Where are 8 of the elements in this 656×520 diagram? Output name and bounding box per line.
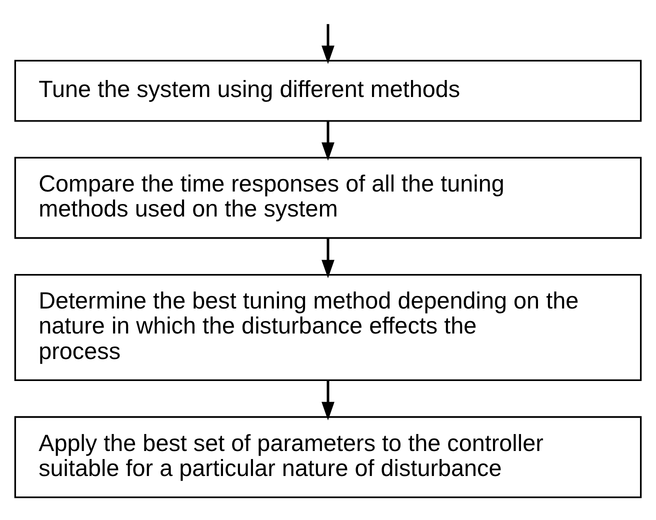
node-box: Determine the best tuning method depending on the nature in which the disturbance effects the process	[14, 274, 642, 382]
node-box: Apply the best set of parameters to the controller suitable for a particular nature of disturbance	[14, 416, 642, 498]
node-box: Compare the time responses of all the tuning methods used on the system	[14, 156, 642, 239]
arrow	[322, 380, 334, 420]
arrow	[322, 121, 334, 161]
arrow	[322, 238, 334, 278]
node-box: Tune the system using different methods	[14, 60, 642, 122]
arrow	[322, 24, 334, 64]
